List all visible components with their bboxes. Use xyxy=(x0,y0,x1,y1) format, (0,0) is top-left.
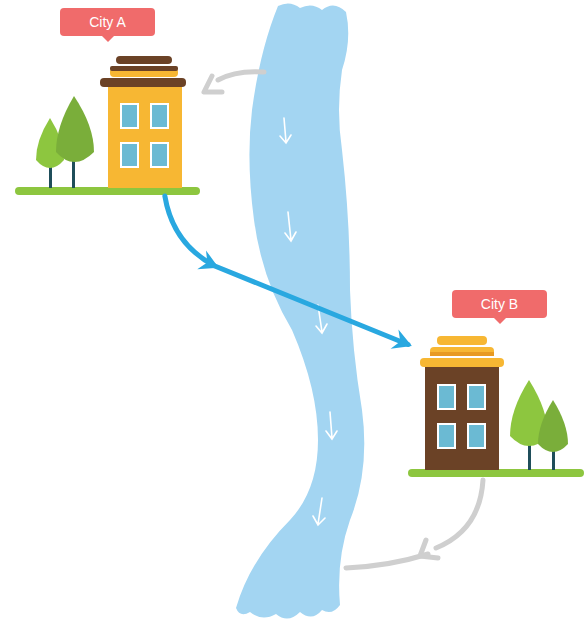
city-label: City B xyxy=(452,290,547,318)
city-node: City A xyxy=(15,8,200,196)
city-a-illustration xyxy=(15,56,200,195)
flow-connector xyxy=(165,196,408,345)
city-node: City B xyxy=(408,290,584,478)
river xyxy=(236,3,364,618)
city-b-illustration xyxy=(408,336,584,477)
city-label: City A xyxy=(60,8,155,36)
gray-arrows xyxy=(204,72,483,568)
flow-arrows xyxy=(280,118,337,525)
